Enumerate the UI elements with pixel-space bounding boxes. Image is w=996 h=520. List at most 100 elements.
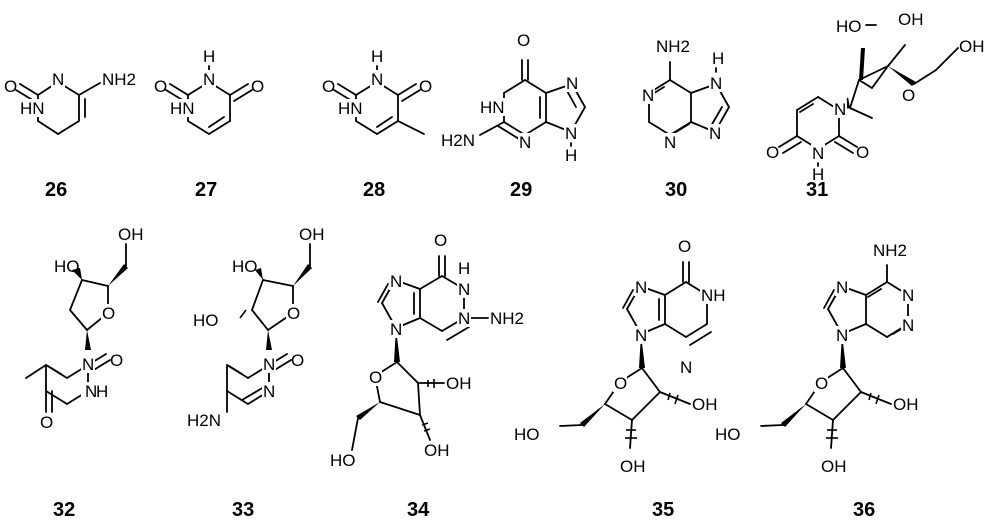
atom-label: N — [458, 309, 470, 328]
compound-number: 31 — [806, 179, 828, 201]
atom-label: N — [635, 278, 647, 297]
atom-label: O — [614, 374, 627, 393]
atom-label: H — [96, 382, 108, 401]
atom-label: O — [902, 86, 915, 105]
atom-label: OH — [424, 441, 450, 460]
atom-label: H — [203, 47, 215, 66]
atom-label: O — [322, 77, 335, 96]
atom-label: H — [812, 165, 824, 184]
compound-34: O N H N NH2 N N O OH HO OH 34 — [330, 231, 524, 520]
atom-label: O — [291, 351, 304, 370]
atom-label: HO — [193, 311, 219, 330]
atom-label: O — [766, 143, 779, 162]
atom-label: O — [815, 374, 828, 393]
atom-label: N — [902, 286, 914, 305]
atom-label: HO — [514, 425, 540, 444]
atom-label: N — [836, 326, 848, 345]
atom-label: N — [85, 382, 97, 401]
atom-label: N — [52, 70, 64, 89]
hash-bond — [860, 59, 863, 72]
atom-label: N — [664, 133, 676, 152]
atom-label: N — [902, 316, 914, 335]
atom-label: N — [836, 278, 848, 297]
atom-label: N — [566, 74, 578, 93]
compound-32: HO OH O N O O N H 32 — [25, 225, 144, 520]
compound-number: 36 — [853, 499, 875, 520]
atom-label: N — [635, 326, 647, 345]
atom-label: O — [110, 351, 123, 370]
atom-label: OH — [893, 395, 919, 414]
hash-bond — [826, 392, 880, 439]
hash-bond — [421, 379, 435, 432]
atom-label: N — [642, 86, 654, 105]
atom-label: N — [82, 355, 94, 374]
atom-label: N — [263, 382, 275, 401]
atom-label: N — [390, 272, 402, 291]
atom-label: OH — [446, 374, 472, 393]
atom-label: N — [565, 124, 577, 143]
atom-label: HN — [338, 99, 363, 118]
compound-number: 27 — [195, 179, 217, 201]
atom-label: N — [710, 74, 722, 93]
compound-36: NH2 N N N N O HO OH OH 36 — [715, 241, 919, 520]
atom-label: H — [458, 259, 470, 278]
compound-number: 28 — [363, 179, 385, 201]
atom-label: OH — [692, 395, 718, 414]
atom-label: OH — [620, 457, 646, 476]
atom-label: OH — [118, 225, 144, 244]
atom-label: O — [434, 231, 447, 250]
atom-label: O — [4, 77, 17, 96]
compound-26: O N NH2 HN 26 — [4, 70, 136, 201]
atom-label: OH — [898, 10, 924, 29]
atom-label: H2N — [441, 131, 475, 150]
atom-label: HN — [20, 99, 45, 118]
compound-number: 30 — [665, 179, 687, 201]
atom-label: OH — [959, 37, 985, 56]
hash-bond — [239, 309, 247, 319]
atom-label: OH — [821, 457, 847, 476]
atom-label: H — [712, 49, 724, 68]
atom-label: H — [371, 47, 383, 66]
atom-label: N — [812, 144, 824, 163]
compound-number: 33 — [232, 499, 254, 520]
atom-label: N — [203, 70, 215, 89]
atom-label: H — [565, 146, 577, 165]
compound-number: 29 — [510, 179, 532, 201]
compound-30: NH2 N H N N N 30 — [641, 37, 730, 201]
compound-number: 26 — [45, 179, 67, 201]
atom-label: N — [680, 358, 692, 377]
atom-label: O — [369, 368, 382, 387]
atom-label: N — [709, 124, 721, 143]
compound-29: O HN N H2N N N H 29 — [441, 31, 586, 201]
atom-label: HN — [480, 98, 505, 117]
atom-label: O — [40, 413, 53, 432]
atom-label: O — [856, 143, 869, 162]
atom-label: N — [371, 70, 383, 89]
atom-label: O — [251, 77, 264, 96]
compound-35: O N NH N N O HO OH OH 35 — [514, 237, 726, 520]
atom-label: NH2 — [873, 241, 907, 260]
atom-label: H2N — [187, 411, 221, 430]
atom-label: N — [519, 133, 531, 152]
atom-label: O — [287, 304, 300, 323]
compound-number: 32 — [53, 499, 75, 520]
atom-label: N — [390, 320, 402, 339]
compound-31: HO OH OH O N O O N H 31 — [766, 10, 985, 201]
hash-bond — [625, 392, 679, 439]
compound-number: 35 — [652, 499, 674, 520]
atom-label: N — [263, 355, 275, 374]
atom-label: OH — [299, 225, 325, 244]
atom-label: O — [678, 237, 691, 256]
compound-27: O H N O HN 27 — [154, 47, 264, 201]
atom-label: NH — [701, 286, 726, 305]
atom-label: HO — [54, 257, 80, 276]
atom-label: HO — [836, 17, 862, 36]
compound-number: 34 — [407, 499, 430, 520]
atom-label: O — [154, 77, 167, 96]
atom-label: O — [102, 304, 115, 323]
atom-label: O — [517, 31, 530, 50]
atom-label: N — [458, 280, 470, 299]
atom-label: N — [834, 100, 846, 119]
compound-33: HO OH HO O N O N H2N 33 — [187, 225, 325, 520]
atom-label: HN — [170, 99, 195, 118]
